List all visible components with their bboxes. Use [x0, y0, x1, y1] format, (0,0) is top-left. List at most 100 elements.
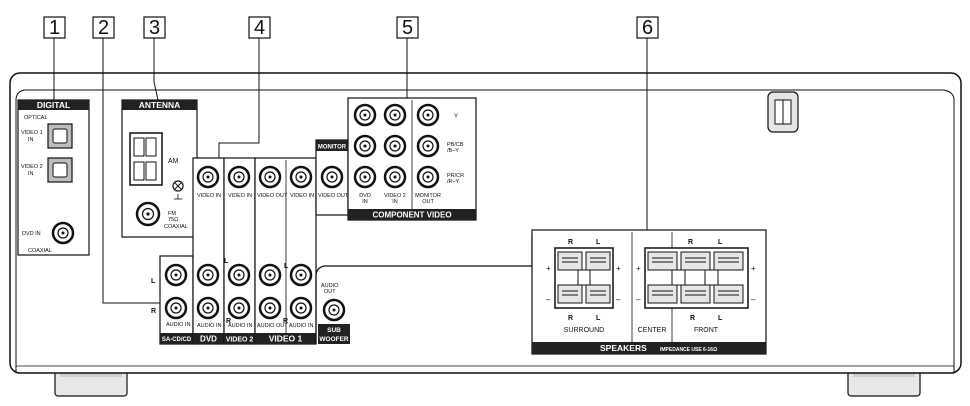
component-dvd-pr-jack[interactable]: [353, 165, 377, 189]
component-video2-y-jack[interactable]: [383, 103, 407, 127]
component-video2-pr-jack[interactable]: [383, 165, 407, 189]
svg-text:6: 6: [642, 17, 653, 39]
svg-text:IN: IN: [28, 137, 34, 143]
dvd-audio-in-r-jack[interactable]: [196, 296, 220, 320]
svg-text:IN: IN: [362, 199, 368, 205]
woofer-label: WOOFER: [319, 336, 349, 343]
video1-audio-in-l-jack[interactable]: [289, 263, 313, 287]
coaxial-label: COAXIAL: [28, 248, 52, 254]
subwoofer-section: AUDIO OUT SUB WOOFER: [315, 234, 533, 344]
svg-text:–: –: [546, 295, 551, 304]
dvd-audio-in-l-jack[interactable]: [196, 263, 220, 287]
component-monitor-pb-jack[interactable]: [416, 134, 440, 158]
component-video-header: COMPONENT VIDEO: [372, 211, 451, 220]
speakers-header: SPEAKERS: [600, 343, 647, 353]
svg-text:AUDIO OUT: AUDIO OUT: [257, 323, 288, 329]
coaxial-dvd-in-jack[interactable]: [51, 221, 75, 245]
svg-text:L: L: [151, 278, 156, 285]
svg-text:VIDEO IN: VIDEO IN: [290, 193, 314, 199]
svg-text:VIDEO 2: VIDEO 2: [384, 193, 406, 199]
svg-text:R: R: [226, 318, 231, 325]
component-video-section: DVD IN VIDEO 2 IN: [347, 97, 477, 221]
svg-text:PB/CB: PB/CB: [447, 142, 464, 148]
dvd-section: VIDEO IN AUDIO IN DVD: [192, 157, 225, 345]
svg-text:5: 5: [402, 17, 413, 39]
svg-text:L: L: [284, 263, 289, 270]
callout-6: 6: [636, 16, 659, 39]
antenna-header: ANTENNA: [139, 100, 181, 110]
fm-antenna-jack[interactable]: [135, 201, 161, 227]
svg-text:+: +: [616, 264, 621, 273]
svg-text:AUDIO IN: AUDIO IN: [166, 322, 190, 328]
video2-audio-in-r-jack[interactable]: [227, 296, 251, 320]
impedance-label: IMPEDANCE USE 6-16Ω: [660, 347, 717, 353]
svg-text:1: 1: [49, 17, 60, 39]
svg-text:–: –: [616, 295, 621, 304]
surround-label: SURROUND: [564, 327, 604, 334]
svg-text:MONITOR: MONITOR: [415, 193, 441, 199]
video1-video-in-jack[interactable]: [289, 165, 313, 189]
optical-video2-in-jack[interactable]: [47, 157, 73, 183]
svg-text:OUT: OUT: [324, 289, 336, 295]
sacd-audio-in-l-jack[interactable]: [164, 263, 188, 287]
video1-section: VIDEO OUT VIDEO IN L R AUDIO: [254, 157, 317, 345]
svg-text:VIDEO 1: VIDEO 1: [21, 130, 43, 136]
svg-text:AUDIO IN: AUDIO IN: [289, 323, 313, 329]
svg-text:R: R: [151, 308, 156, 315]
subwoofer-audio-out-jack[interactable]: [322, 298, 346, 322]
component-monitor-pr-jack[interactable]: [416, 165, 440, 189]
dvd-video-in-jack[interactable]: [196, 165, 220, 189]
svg-text:VIDEO 2: VIDEO 2: [21, 164, 43, 170]
svg-text:Y: Y: [454, 114, 458, 120]
svg-text:+: +: [546, 264, 551, 273]
component-dvd-pb-jack[interactable]: [353, 134, 377, 158]
video1-audio-out-l-jack[interactable]: [258, 263, 282, 287]
surround-speaker-terminals[interactable]: [554, 247, 614, 309]
svg-text:R: R: [688, 239, 693, 246]
component-dvd-y-jack[interactable]: [353, 103, 377, 127]
optical-video1-in-jack[interactable]: [47, 123, 73, 149]
svg-text:AUDIO IN: AUDIO IN: [228, 323, 252, 329]
ground-screw-icon: [172, 180, 184, 200]
svg-text:4: 4: [254, 17, 265, 39]
video1-audio-out-r-jack[interactable]: [258, 296, 282, 320]
svg-text:FM: FM: [168, 211, 176, 217]
svg-text:R: R: [690, 315, 695, 322]
svg-text:OUT: OUT: [422, 199, 434, 205]
svg-text:VIDEO IN: VIDEO IN: [197, 193, 221, 199]
monitor-video-out-jack[interactable]: [320, 165, 344, 189]
speakers-section: SPEAKERS IMPEDANCE USE 6-16Ω R L + + – –…: [531, 229, 767, 355]
monitor-header: MONITOR: [318, 145, 347, 151]
callout-4: 4: [248, 16, 271, 39]
svg-text:/B–Y: /B–Y: [447, 148, 459, 154]
callout-5: 5: [396, 16, 419, 39]
svg-text:R: R: [568, 239, 573, 246]
svg-text:+: +: [636, 264, 641, 273]
digital-header: DIGITAL: [37, 100, 70, 110]
sacd-audio-in-r-jack[interactable]: [164, 296, 188, 320]
center-front-speaker-terminals[interactable]: [644, 247, 749, 309]
video1-audio-in-r-jack[interactable]: [289, 296, 313, 320]
video2-section: VIDEO IN L R AUDIO IN VIDEO 2: [223, 157, 256, 345]
am-antenna-terminals[interactable]: [129, 132, 163, 186]
sub-label: SUB: [327, 327, 341, 334]
svg-text:R: R: [283, 318, 288, 325]
svg-text:VIDEO IN: VIDEO IN: [228, 193, 252, 199]
digital-section: DIGITAL OPTICAL VIDEO 1 IN VIDEO 2 IN DV…: [17, 99, 90, 256]
svg-text:AUDIO IN: AUDIO IN: [197, 323, 221, 329]
callout-leader-lines: [53, 38, 648, 304]
video2-audio-in-l-jack[interactable]: [227, 263, 251, 287]
monitor-section: MONITOR VIDEO OUT: [315, 139, 349, 216]
power-cord-socket: [767, 91, 799, 133]
svg-text:/R–Y: /R–Y: [447, 179, 460, 185]
svg-text:AUDIO: AUDIO: [321, 283, 339, 289]
svg-text:+: +: [751, 264, 756, 273]
video2-video-in-jack[interactable]: [227, 165, 251, 189]
video2-label: VIDEO 2: [226, 337, 254, 344]
component-monitor-y-jack[interactable]: [416, 103, 440, 127]
svg-text:–: –: [636, 295, 641, 304]
video1-video-out-jack[interactable]: [258, 165, 282, 189]
front-label: FRONT: [694, 327, 719, 334]
component-video2-pb-jack[interactable]: [383, 134, 407, 158]
